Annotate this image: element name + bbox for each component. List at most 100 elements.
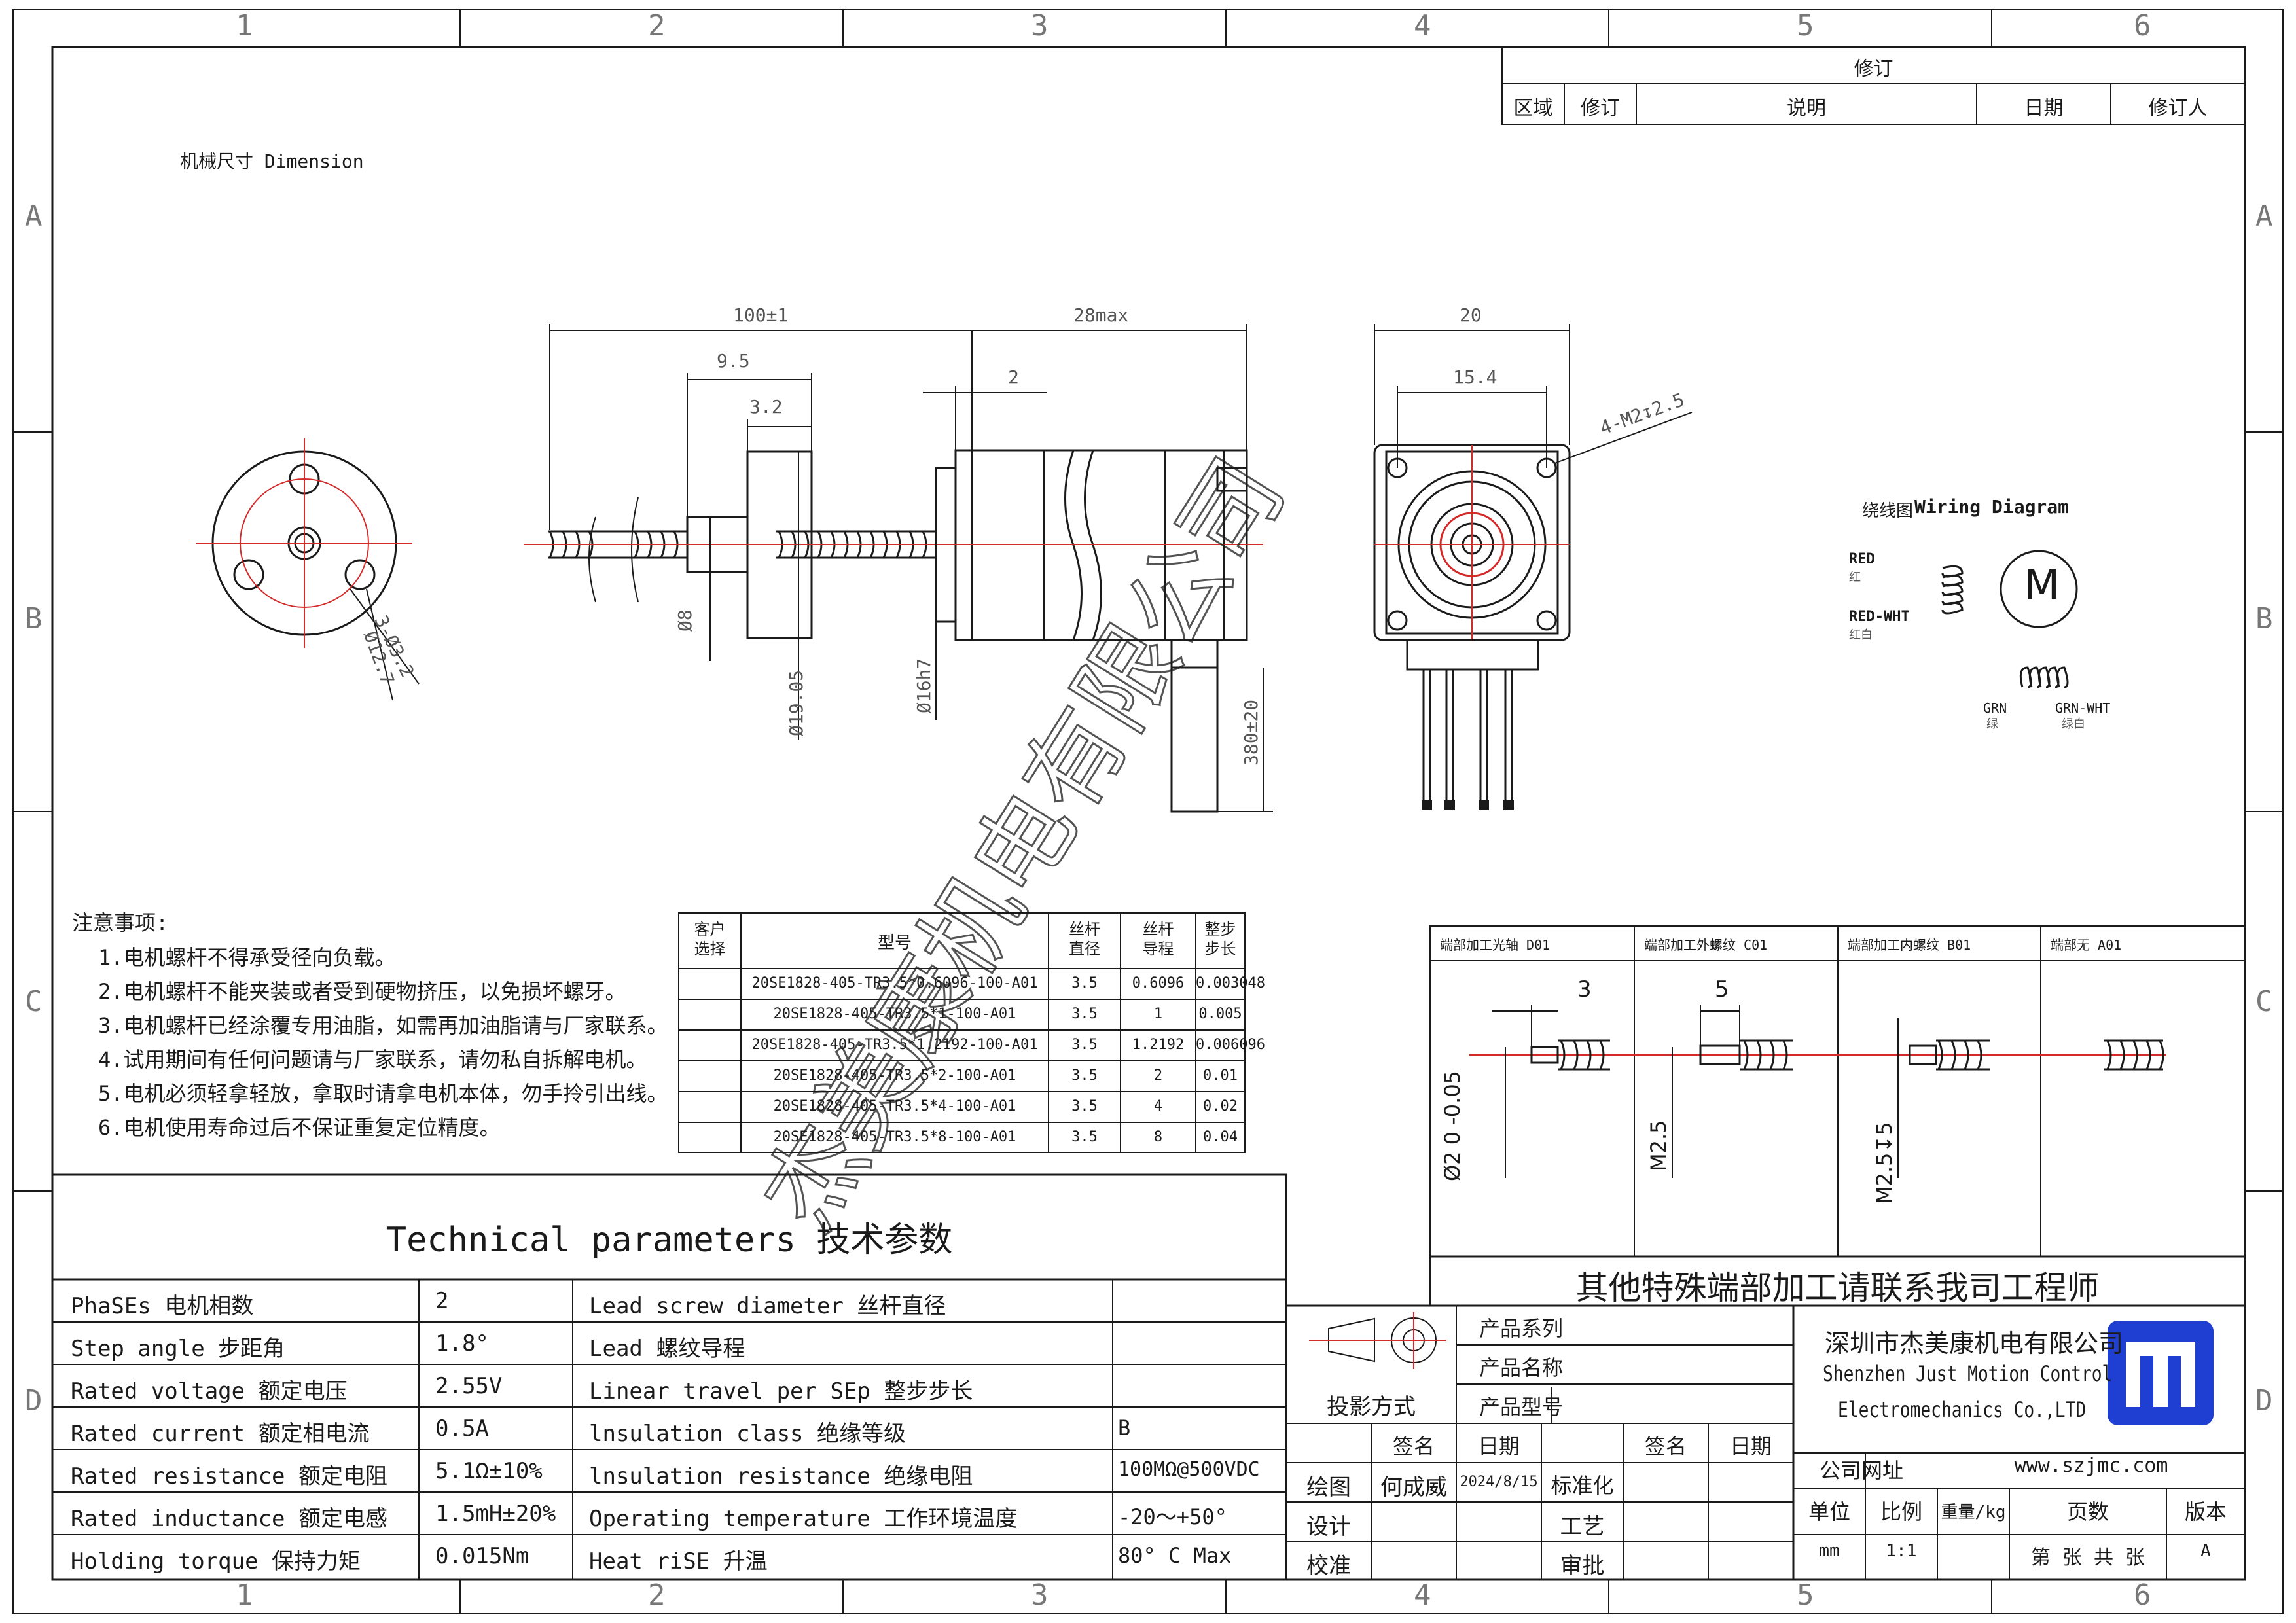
- param-value: 80° C Max: [1118, 1543, 1232, 1568]
- param-value: 1.8°: [435, 1330, 489, 1357]
- model-header: 丝杆 直径: [1069, 920, 1100, 958]
- unit-value: mm: [1819, 1541, 1840, 1561]
- front-view: [1373, 324, 1693, 810]
- model-header: 型号: [877, 933, 912, 953]
- dim-nut-diameter: Ø19.05: [785, 669, 807, 736]
- nut-end-view: [196, 438, 420, 701]
- model-cell: 20SE1828-405-TR3.5*8-100-A01: [773, 1129, 1016, 1145]
- column-label: 3: [1031, 1578, 1049, 1612]
- sign-label: 签名: [1644, 1434, 1687, 1459]
- model-header: 整步 步长: [1204, 920, 1236, 958]
- param-value: 1.5mH±20%: [435, 1501, 556, 1527]
- dim-overall-length: 100±1: [733, 304, 789, 326]
- param-value: -20～+50°: [1118, 1505, 1227, 1529]
- param-name: PhaSEs 电机相数: [71, 1293, 254, 1319]
- wiring-coils: [1941, 550, 2078, 688]
- dim-lead-length: 380±20: [1240, 699, 1262, 766]
- row-label: B: [25, 602, 43, 635]
- version-label: 版本: [2184, 1499, 2227, 1524]
- param-name: Step angle 步距角: [71, 1336, 285, 1362]
- projection-symbol-icon: [1309, 1312, 1446, 1369]
- watermark-icon: 杰美康机电有限公司: [740, 438, 1307, 1250]
- row-label: D: [25, 1384, 43, 1418]
- model-cell: 3.5: [1071, 1006, 1098, 1022]
- row-label: A: [25, 200, 43, 233]
- sign-label: 签名: [1392, 1434, 1435, 1459]
- wire-label-cn: 绿: [1986, 717, 1998, 731]
- wire-label-cn: 绿白: [2062, 717, 2085, 731]
- param-name: Rated current 额定相电流: [71, 1421, 370, 1447]
- wiring-title-cn: 绕线图: [1862, 501, 1914, 521]
- model-cell: 0.003048: [1196, 975, 1265, 991]
- standard-label: 标准化: [1551, 1473, 1614, 1498]
- tech-params-title: Technical parameters 技术参数: [386, 1221, 953, 1260]
- end-panel-title: 端部无 A01: [2051, 937, 2122, 953]
- param-value: 5.1Ω±10%: [435, 1458, 543, 1484]
- unit-label: 单位: [1808, 1499, 1850, 1524]
- param-name: Rated inductance 额定电感: [71, 1506, 387, 1532]
- wire-label-cn: 红: [1849, 571, 1861, 584]
- design-label: 设计: [1306, 1514, 1351, 1540]
- param-name: Holding torque 保持力矩: [71, 1548, 361, 1575]
- column-label: 5: [1797, 1578, 1814, 1612]
- model-cell: 20SE1828-405-TR3.5*1-100-A01: [773, 1006, 1016, 1022]
- note-item: 3.电机螺杆已经涂覆专用油脂，如需再加油脂请与厂家联系。: [98, 1013, 668, 1038]
- end-panel-title: 端部加工内螺纹 B01: [1848, 937, 1971, 953]
- scale-value: 1:1: [1886, 1541, 1917, 1561]
- revision-header: 修订: [1581, 97, 1620, 120]
- model-cell: 3.5: [1071, 1129, 1098, 1145]
- svg-text:杰美康机电有限公司: 杰美康机电有限公司: [742, 440, 1306, 1249]
- note-item: 1.电机螺杆不得承受径向负载。: [98, 945, 396, 970]
- revision-header: 说明: [1787, 97, 1826, 120]
- zone-ticks: [13, 9, 2283, 1614]
- projection-label: 投影方式: [1327, 1394, 1416, 1420]
- revision-grid: [1501, 46, 2246, 125]
- website-label: 公司网址: [1820, 1458, 1904, 1483]
- end-dim-top: 5: [1715, 976, 1729, 1003]
- param-name: lnsulation resistance 绝缘电阻: [589, 1463, 973, 1489]
- end-dim-side: M2.5↧5: [1872, 1122, 1897, 1204]
- wire-label: GRN: [1983, 700, 2007, 716]
- column-label: 4: [1414, 1578, 1431, 1612]
- dimension-label: 机械尺寸 Dimension: [180, 151, 364, 172]
- end-panels-drawing: [1469, 1005, 2166, 1178]
- model-cell: 3.5: [1071, 1037, 1098, 1053]
- end-panels-grid: [1429, 925, 2246, 1307]
- title-block-grid: [1285, 1304, 2246, 1581]
- pages-label: 页数: [2066, 1499, 2109, 1524]
- end-panel-title: 端部加工光轴 D01: [1440, 937, 1551, 953]
- drawn-by: 何成威: [1380, 1474, 1447, 1501]
- model-cell: 3.5: [1071, 1098, 1098, 1115]
- drawn-label: 绘图: [1306, 1474, 1351, 1501]
- model-cell: 1.2192: [1132, 1037, 1185, 1053]
- param-value: 2: [435, 1288, 449, 1314]
- company-logo-icon: [2108, 1321, 2214, 1425]
- model-cell: 3.5: [1071, 1067, 1098, 1084]
- company-name-en: Electromechanics Co.,LTD: [1838, 1397, 2087, 1422]
- revision-header: 修订人: [2148, 97, 2208, 120]
- note-item: 2.电机螺杆不能夹装或者受到硬物挤压，以免损坏螺牙。: [98, 979, 626, 1004]
- param-name: Linear travel per SEp 整步步长: [589, 1378, 973, 1404]
- company-website[interactable]: www.szjmc.com: [2014, 1454, 2168, 1477]
- column-label: 2: [648, 9, 666, 43]
- column-label: 1: [236, 9, 253, 43]
- column-label: 2: [648, 1578, 666, 1612]
- column-label: 4: [1414, 9, 1431, 43]
- row-label: A: [2255, 200, 2273, 233]
- wire-label-cn: 红白: [1849, 628, 1873, 642]
- end-panel-title: 端部加工外螺纹 C01: [1644, 937, 1768, 953]
- param-value: B: [1118, 1416, 1131, 1440]
- model-table-grid: [678, 912, 1246, 1153]
- wire-label: GRN-WHT: [2055, 700, 2111, 716]
- row-label: C: [2255, 985, 2273, 1018]
- model-cell: 20SE1828-405-TR3.5*0.6096-100-A01: [751, 975, 1038, 991]
- model-cell: 0.6096: [1132, 975, 1185, 991]
- row-label: C: [25, 985, 43, 1018]
- model-cell: 20SE1828-405-TR3.5*4-100-A01: [773, 1098, 1016, 1115]
- model-cell: 4: [1153, 1098, 1163, 1115]
- param-value: 2.55V: [435, 1373, 503, 1399]
- model-cell: 0.04: [1203, 1129, 1238, 1145]
- date-label: 日期: [1477, 1434, 1520, 1459]
- column-label: 1: [236, 1578, 253, 1612]
